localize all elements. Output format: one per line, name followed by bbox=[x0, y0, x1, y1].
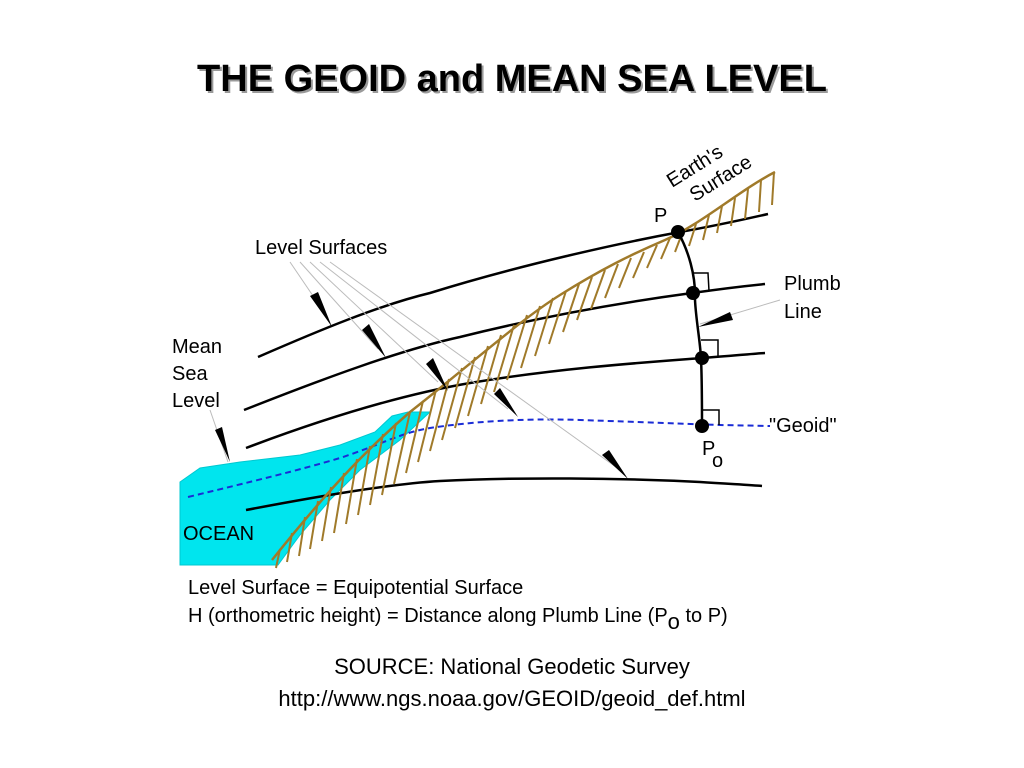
right-angle-marker-2 bbox=[701, 339, 719, 356]
right-angle-marker-1 bbox=[692, 272, 710, 292]
level-surface-3 bbox=[245, 351, 766, 450]
caption-line-2-subscript: o bbox=[667, 609, 680, 634]
level-surfaces-arrowheads bbox=[310, 292, 628, 479]
source-line-1: SOURCE: National Geodetic Survey bbox=[334, 654, 690, 679]
caption-line-2-prefix: H (orthometric height) = Distance along … bbox=[188, 605, 668, 627]
point-p-marker bbox=[671, 225, 685, 239]
earth-surface-line bbox=[271, 170, 776, 561]
point-po-subscript: o bbox=[712, 450, 723, 472]
plumb-line bbox=[676, 231, 704, 428]
caption-line-2: H (orthometric height) = Distance along … bbox=[188, 605, 728, 633]
level-surfaces-leaders bbox=[289, 261, 621, 471]
mean-sea-level-label-3: Level bbox=[172, 390, 220, 412]
caption-line-2-suffix: to P) bbox=[679, 605, 728, 627]
point-marker-2 bbox=[686, 286, 700, 300]
plumb-line-leader bbox=[699, 299, 781, 325]
ocean-label: OCEAN bbox=[183, 523, 254, 545]
level-surface-1 bbox=[257, 212, 769, 359]
plumb-line-arrowhead bbox=[698, 312, 733, 327]
level-surface-2 bbox=[243, 282, 766, 412]
point-po-label: P bbox=[702, 438, 715, 460]
point-p-label: P bbox=[654, 205, 667, 227]
plumb-line-label-1: Plumb bbox=[784, 273, 841, 295]
mean-sea-level-label-2: Sea bbox=[172, 363, 208, 385]
geoid-line bbox=[187, 418, 771, 498]
right-angle-marker-3 bbox=[703, 409, 720, 425]
point-po-marker bbox=[695, 419, 709, 433]
terrain-hatching bbox=[275, 171, 775, 569]
plumb-line-label-2: Line bbox=[784, 301, 822, 323]
geoid-label: "Geoid" bbox=[769, 415, 837, 437]
mean-sea-level-arrowhead bbox=[215, 427, 230, 462]
mean-sea-level-label-1: Mean bbox=[172, 336, 222, 358]
level-surfaces-label: Level Surfaces bbox=[255, 237, 387, 259]
point-marker-3 bbox=[695, 351, 709, 365]
page-title: THE GEOID and MEAN SEA LEVEL bbox=[197, 58, 827, 100]
caption-line-1: Level Surface = Equipotential Surface bbox=[188, 577, 524, 599]
source-url[interactable]: http://www.ngs.noaa.gov/GEOID/geoid_def.… bbox=[278, 686, 746, 711]
earths-surface-label: Earth's Surface bbox=[663, 141, 756, 206]
